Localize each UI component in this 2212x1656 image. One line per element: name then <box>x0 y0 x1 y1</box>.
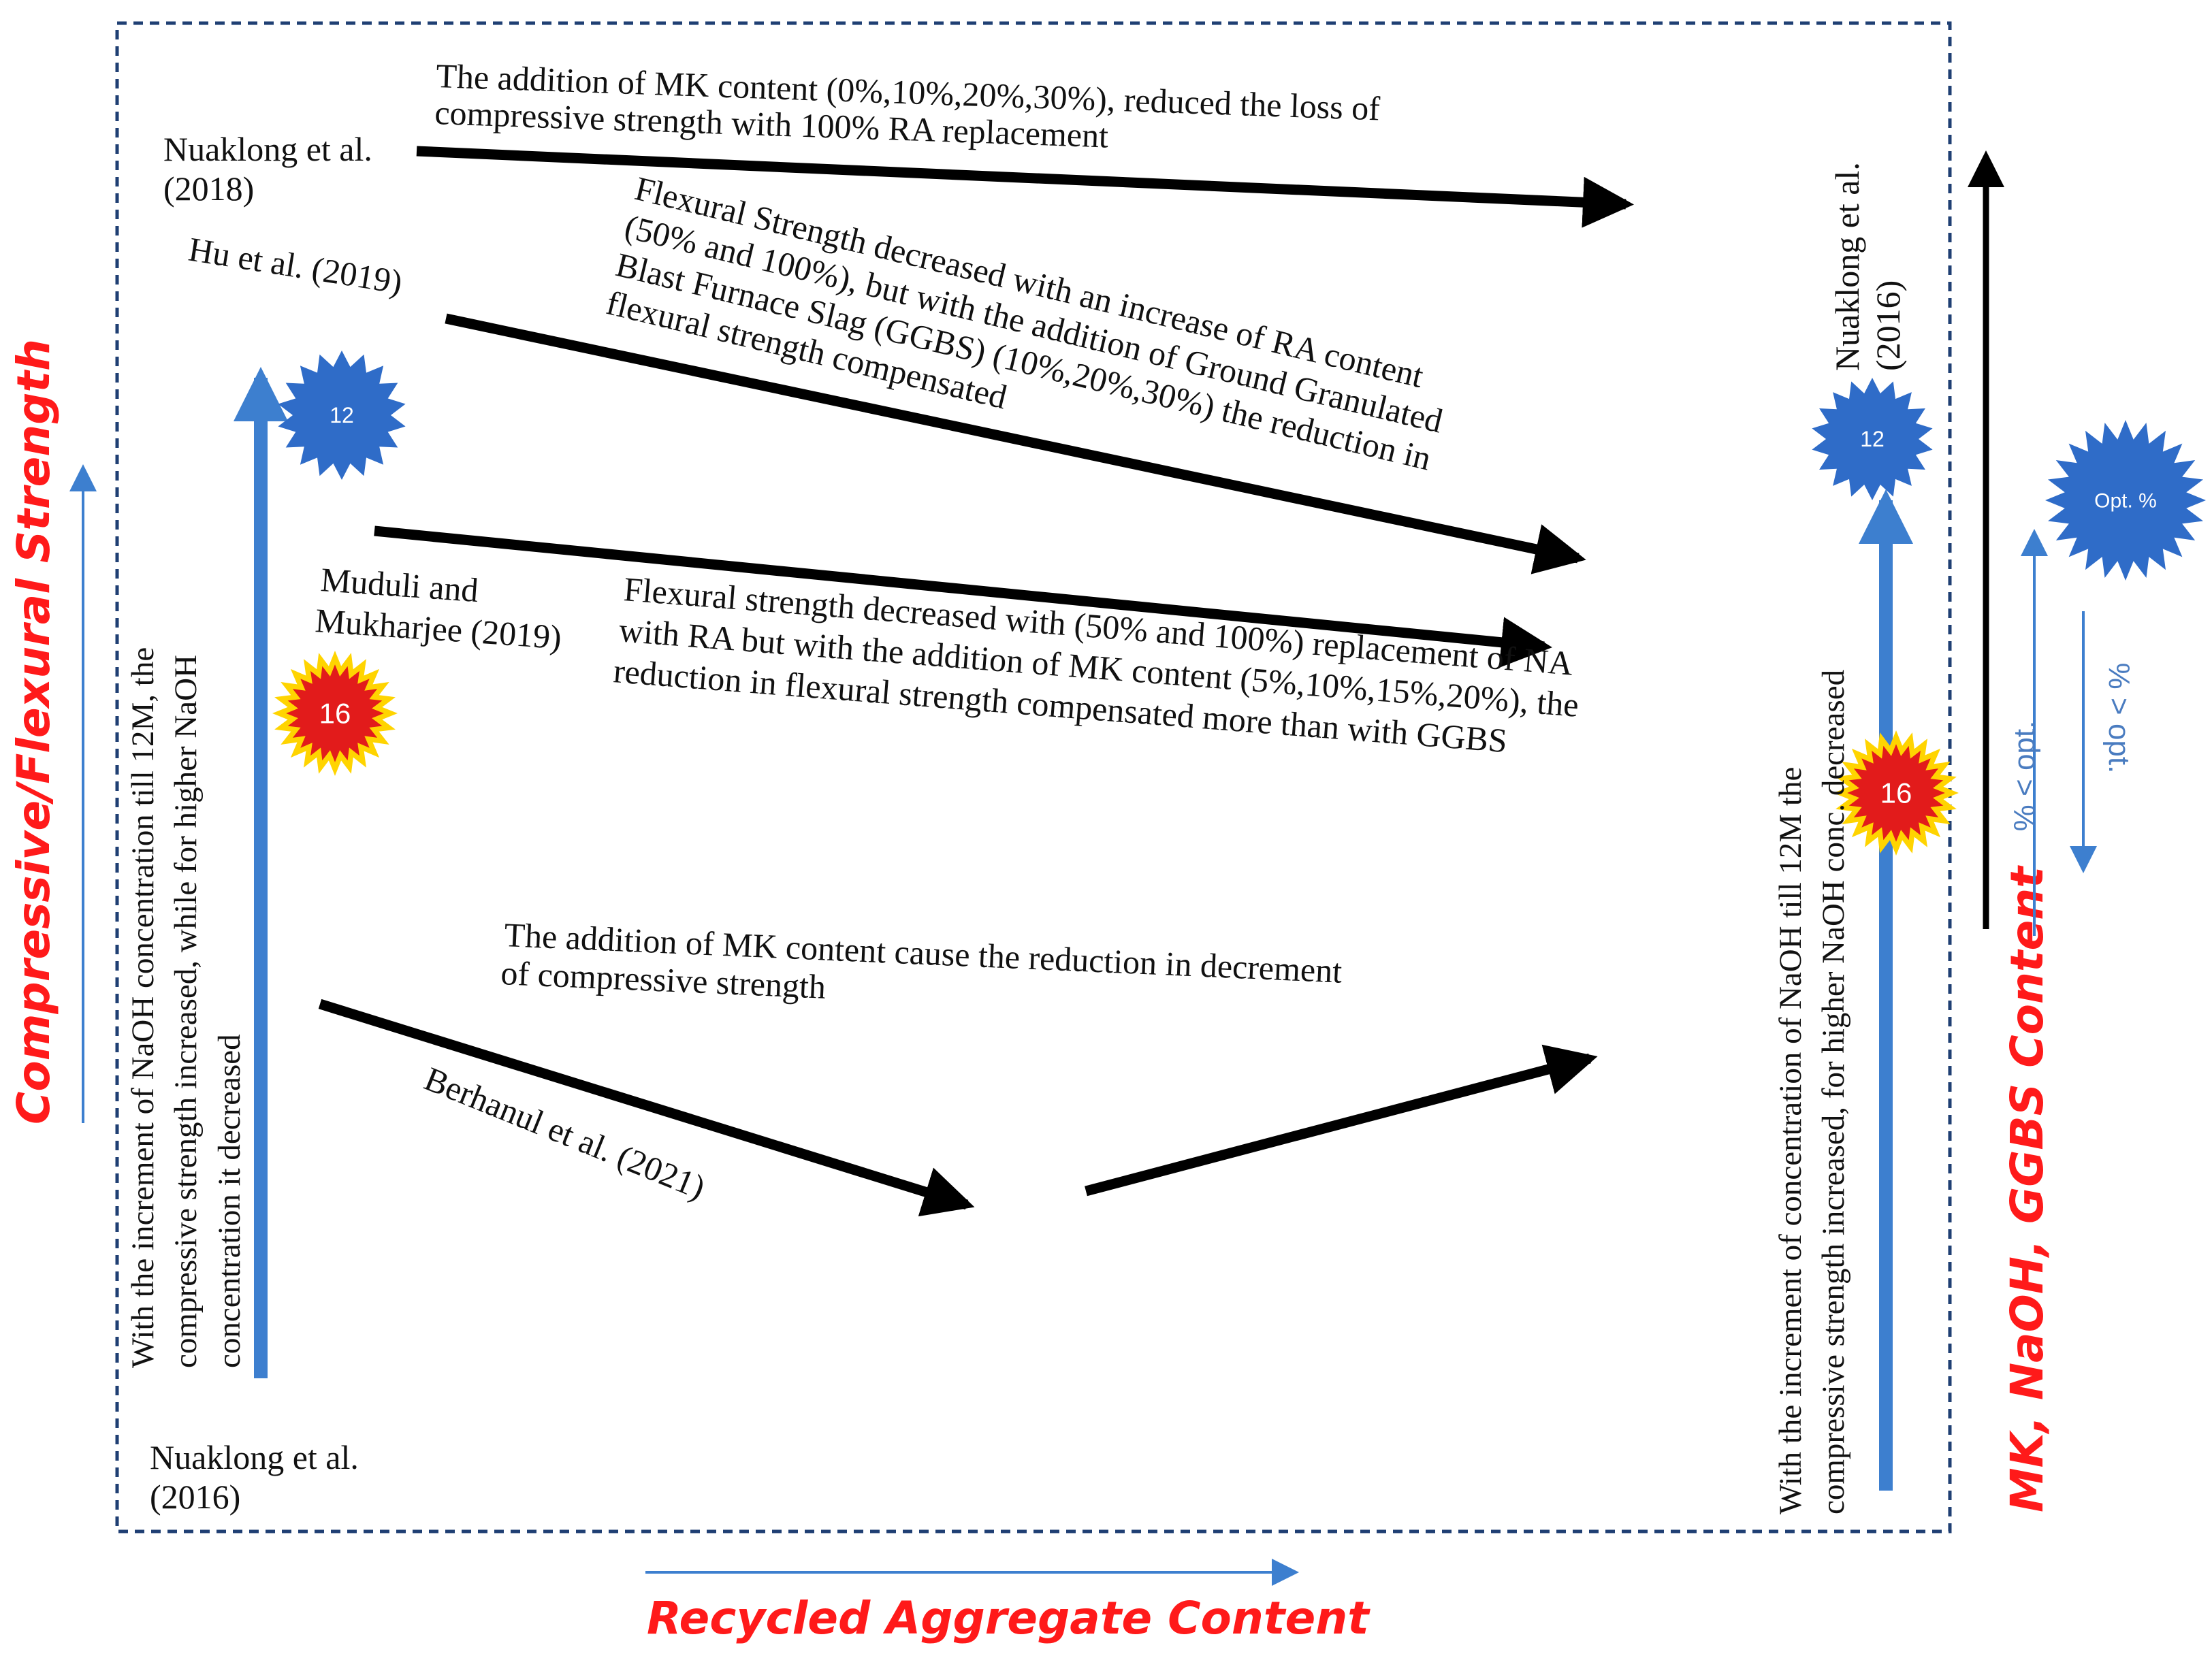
badge-label: 12 <box>330 403 354 427</box>
right-axis-title: MK, NaOH, GGBS Content <box>2001 865 2053 1512</box>
berhanul-down-arrow <box>318 999 975 1217</box>
starburst-shape <box>1812 378 1933 500</box>
badge-label: 16 <box>1880 777 1912 809</box>
citation-line: (2016) <box>1869 280 1907 371</box>
citation-line: Nuaklong et al. <box>163 130 372 168</box>
citation-hu-2019: Hu et al. (2019) <box>186 230 404 302</box>
starburst-core <box>286 664 384 762</box>
citation-nuaklong-2018: Nuaklong et al. (2018) <box>163 130 372 208</box>
citation-line: (2016) <box>150 1478 240 1516</box>
badge-right-12: 12 <box>1812 378 1933 500</box>
citation-nuaklong-2016-right: Nuaklong et al. (2016) <box>1828 162 1907 371</box>
citation-line: Nuaklong et al. <box>1828 162 1866 371</box>
note-ggbs: Flexural Strength decreased with an incr… <box>603 169 1446 477</box>
nuaklong2018-arrow <box>416 146 1634 228</box>
note-line: With the increment of concentration of N… <box>1773 767 1808 1514</box>
badge-left-16: 16 <box>272 651 398 776</box>
citation-line: Muduli and <box>319 560 479 609</box>
note-line: concentration it decreased <box>212 1034 247 1368</box>
badge-right-16: 16 <box>1833 730 1959 856</box>
badge-label: 16 <box>319 698 351 730</box>
citation-muduli-2019: Muduli and Mukharjee (2019) <box>314 560 562 656</box>
badge-opt: Opt. % <box>2045 420 2206 581</box>
below-opt-label: % < opt. <box>2008 721 2041 832</box>
note-mk-bottom: The addition of MK content cause the red… <box>500 915 1343 1006</box>
badge-label: Opt. % <box>2094 490 2157 513</box>
muduli2019-arrow <box>374 525 1552 668</box>
starburst-shape <box>2045 420 2206 581</box>
badge-label: 12 <box>1860 427 1885 451</box>
citation-line: Mukharjee (2019) <box>314 601 562 656</box>
badge-left-12: 12 <box>278 351 406 480</box>
note-mk-top: The addition of MK content (0%,10%,20%,3… <box>434 56 1381 155</box>
berhanul-up-arrow <box>1085 1044 1598 1197</box>
starburst-shape <box>278 351 406 480</box>
note-line: compressive strength increased, for high… <box>1816 670 1851 1514</box>
citation-nuaklong-2016-left: Nuaklong et al. (2016) <box>150 1438 359 1516</box>
note-line: With the increment of NaOH concentration… <box>125 647 161 1368</box>
above-opt-label: % > opt. <box>2102 663 2136 774</box>
x-axis-title: Recycled Aggregate Content <box>647 1592 1371 1644</box>
note-line: compressive strength increased, while fo… <box>168 655 204 1368</box>
dashed-frame <box>115 21 1952 1533</box>
starburst-core <box>1847 744 1945 842</box>
note-naoh-left: With the increment of NaOH concentration… <box>125 647 247 1368</box>
citation-line: (2018) <box>163 169 254 208</box>
note-naoh-right: With the increment of concentration of N… <box>1773 670 1851 1514</box>
citation-line: Nuaklong et al. <box>150 1438 359 1476</box>
hu2019-arrow <box>445 313 1586 574</box>
y-axis-title: Compressive/Flexural Strength <box>7 339 60 1124</box>
